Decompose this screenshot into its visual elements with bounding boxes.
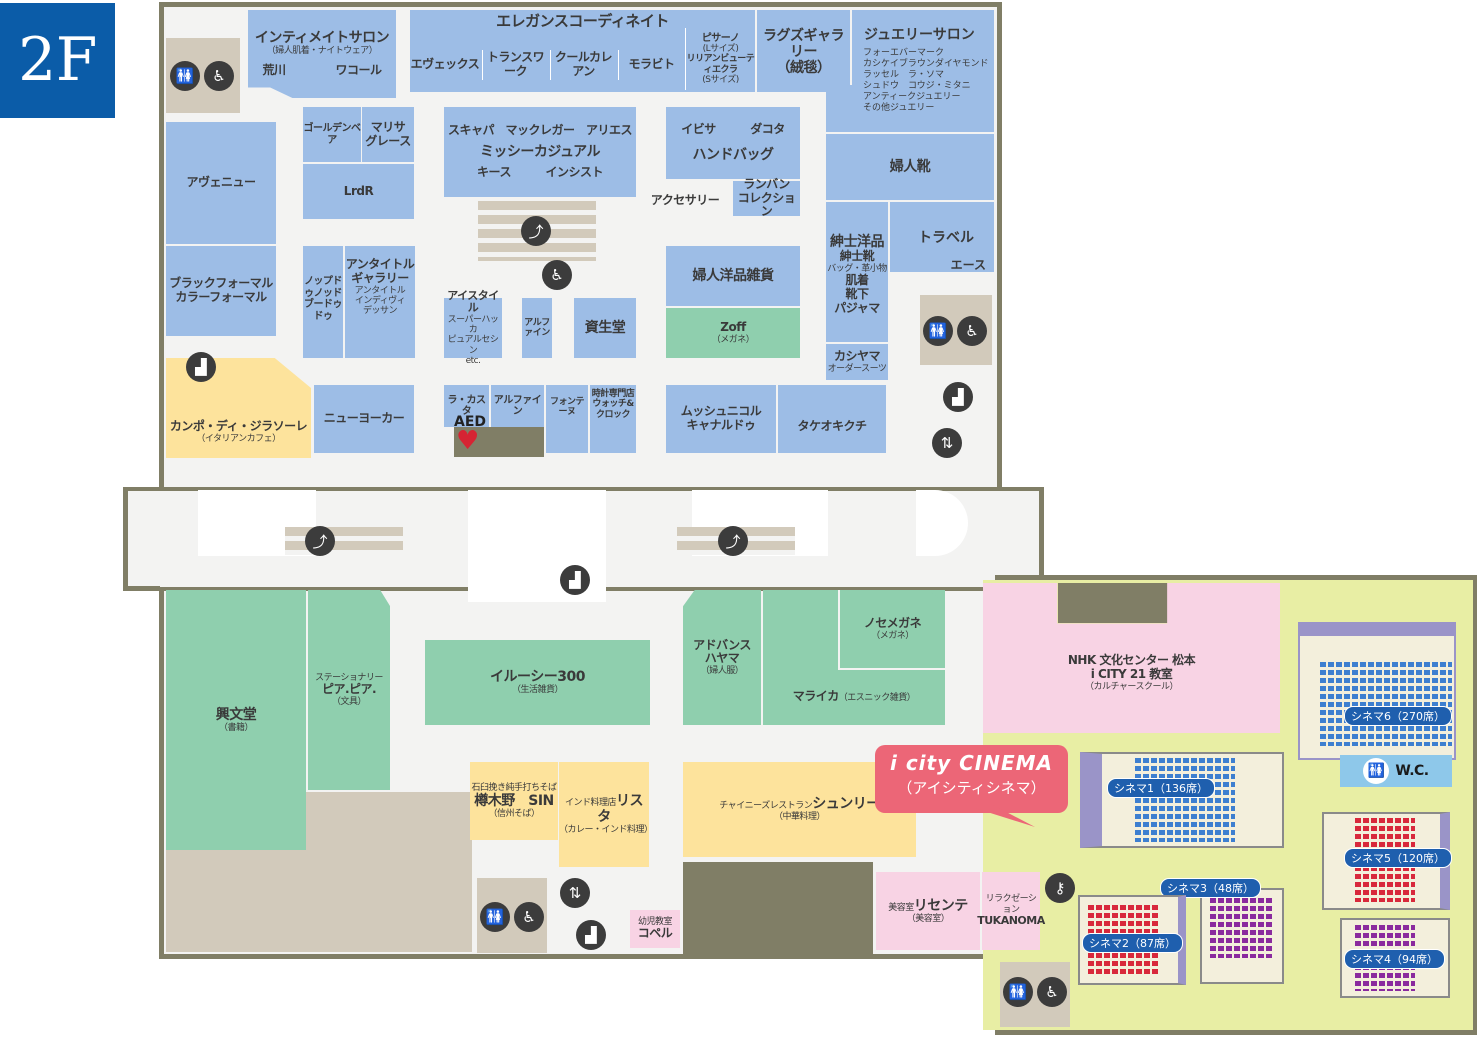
store-handbags[interactable]: イビサ ダコタハンドバッグ [666,107,800,179]
wc-sign: 🚻W.C. [1340,755,1452,787]
wheelchair-icon: ♿ [1037,977,1067,1007]
store-untitled[interactable]: アンタイトルギャラリーアンタイトルインディヴィデッサン [345,246,415,358]
restroom-icon: 🚻 [923,316,953,346]
store-avenue[interactable]: アヴェニュー [166,122,276,244]
store-kashiyama[interactable]: カシヤマオーダースーツ [826,344,888,380]
store-zoff[interactable]: Zoff（メガネ） [666,308,800,358]
store-shiseido[interactable]: 資生堂 [574,298,636,358]
stairs-icon: ▟ [943,382,973,412]
store-rista[interactable]: インド料理店リスタ（カレー・インド料理） [559,762,653,867]
wheelchair-icon: ♿ [204,61,234,91]
key-locker-icon: ⚷ [1045,873,1075,903]
store-ladies-shoes[interactable]: 婦人靴 [826,134,994,200]
cinema-4-label: シネマ4（94席） [1344,949,1445,969]
store-intimate-salon[interactable]: インティメイトサロン （婦人肌着・ナイトウェア） 荒川ワコール [248,10,396,98]
cinema-6-seats [1320,662,1452,746]
store-pia-pia[interactable]: ステーショナリーピア.ピア.（文具） [308,590,390,790]
wheelchair-icon: ♿ [514,902,544,932]
store-illusie[interactable]: イルーシー300（生活雑貨） [425,640,650,725]
store-jewelry-salon-extension [826,85,856,132]
store-soba-sin[interactable]: 石臼挽き純手打ちそば樽木野 SIN（信州そば） [470,762,558,840]
store-lanvin[interactable]: ランバンコレクション [733,177,800,218]
store-missy-casual[interactable]: スキャパ マックレガー アリエスミッシーカジュアルキース インシスト [444,107,636,197]
cinema-kana: （アイシティシネマ） [897,779,1046,797]
escalator-icon: ⤴ [305,526,335,556]
cinema-1-seats [1135,758,1235,842]
store-recente[interactable]: 美容室リセンテ（美容室） [876,872,980,950]
escalator [285,527,403,555]
backyard-area [1058,583,1168,623]
backyard-area [683,862,873,954]
cinema-5-label: シネマ5（120席） [1344,848,1452,868]
store-advance-hayama[interactable]: アドバンスハヤマ（婦人服） [683,590,761,725]
aed-heart-icon: ♥ [456,426,480,456]
store-fontaine[interactable]: フォンテーヌ [546,385,588,453]
store-alphine-2[interactable]: アルファイン [491,385,544,427]
store-la-casta[interactable]: ラ・カスタ [444,385,489,427]
restroom-icon: 🚻 [480,902,510,932]
store-accessory[interactable]: アクセサリー [650,193,720,208]
store-mussche[interactable]: ムッシュニコルキャナルドゥ [666,385,776,453]
store-alphine[interactable]: アルファイン [522,298,552,358]
store-campo[interactable]: カンポ・ディ・ジラソーレ（イタリアンカフェ） [166,358,311,458]
elevator-icon: ⇅ [560,878,590,908]
store-takeo-kikuchi[interactable]: タケオキクチ [778,385,886,453]
wheelchair-icon: ♿ [957,316,987,346]
escalator-icon: ⤴ [521,216,551,246]
store-new-yorker[interactable]: ニューヨーカー [314,385,414,453]
cinema-banner: i city CINEMA （アイシティシネマ） [875,745,1068,813]
cinema-logo: i city CINEMA [890,751,1053,775]
elevator-icon: ⇅ [932,428,962,458]
store-ladies-goods[interactable]: 婦人洋品雑貨 [666,246,800,306]
floor-badge: 2F [0,3,115,118]
cinema-3-label: シネマ3（48席） [1160,878,1261,898]
store-jewelry-salon[interactable]: ジュエリーサロン フォーエバーマークカシケイブラウンダイヤモンドラッセル ラ・ソ… [852,10,994,132]
store-black-formal[interactable]: ブラックフォーマルカラーフォーマル [166,246,276,336]
store-rugs-gallery[interactable]: ラグズギャラリー（絨毯） [757,10,850,92]
cinema-3-seats [1210,898,1274,958]
store-nose-megane[interactable]: ノセメガネ（メガネ） [838,590,945,670]
store-elegance-coordinate[interactable]: エレガンスコーディネイト エヴェックス トランスワーク クールカレアン モラビト… [410,10,755,92]
restroom-icon: 🚻 [1363,758,1390,784]
stairs-icon: ▟ [560,565,590,595]
store-lrdr[interactable]: LrdR [303,164,414,219]
backyard-area [454,427,544,457]
store-kobundo[interactable]: 興文堂（書籍） [166,590,306,850]
store-travel[interactable]: トラベル エース [890,202,994,272]
cinema-6-label: シネマ6（270席） [1344,706,1452,726]
cinema-1-label: シネマ1（136席） [1107,778,1215,798]
cinema-2-label: シネマ2（87席） [1082,933,1183,953]
open-area [916,490,968,556]
restroom-icon: 🚻 [1003,977,1033,1007]
escalator-icon: ⤴ [718,526,748,556]
store-noptou[interactable]: ノップドゥノッドブードゥドゥ [303,246,343,358]
store-watch-clock[interactable]: 時計専門店ウォッチ&クロック [590,385,636,453]
store-marisa[interactable]: マリサグレース [362,107,414,162]
store-kopel[interactable]: 幼児教室コペル [630,910,680,948]
store-mens[interactable]: 紳士洋品 紳士靴バッグ・革小物肌着靴下パジャマ [826,202,888,342]
restroom-icon: 🚻 [170,61,200,91]
store-golden-bear[interactable]: ゴールデンベア [303,107,361,162]
aed-label: AED [454,414,487,430]
stairs-icon: ▟ [576,920,606,950]
stairs-icon: ▟ [186,352,216,382]
nursing-room-icon: ♿ [542,260,572,290]
